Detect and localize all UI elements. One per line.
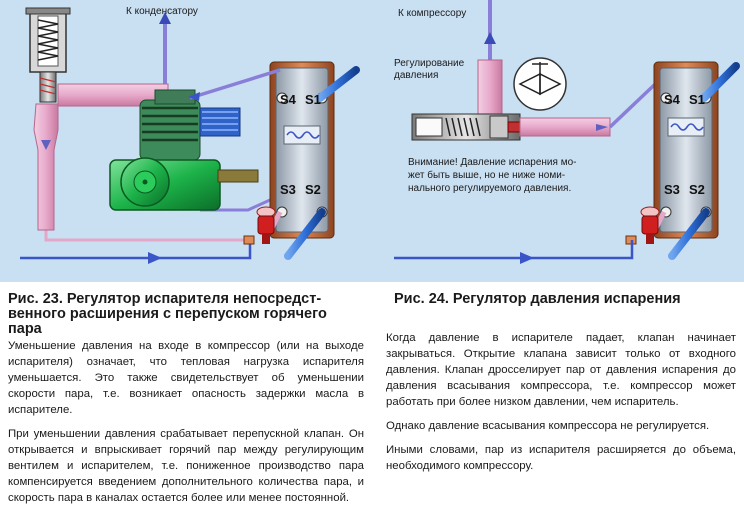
port-s3-left: S3 [280, 182, 296, 197]
port-s2-left: S2 [305, 182, 321, 197]
valve-symbol [513, 57, 567, 111]
figure24-title: Рис. 24. Регулятор давления испарения [394, 291, 681, 307]
label-regulation-2: давления [394, 70, 439, 81]
warning-note: Внимание! Давление испарения мо- жет быт… [408, 156, 576, 195]
expansion-valve-left [256, 206, 276, 244]
figure23-paragraph-1: Уменьшение давления на входе в компрессо… [8, 340, 364, 416]
figure23-title: Рис. 23. Регулятор испарителя непосредст… [8, 292, 368, 337]
port-s4-right: S4 [664, 92, 680, 107]
arrow-up-compressor [484, 32, 496, 44]
pipe-bottom-blue [20, 240, 252, 260]
figure23-paragraph-2: При уменьшении давления срабатывает пере… [8, 428, 364, 504]
heat-exchanger-left [269, 61, 335, 239]
arrow-right-bottom [148, 252, 162, 264]
figure23-title-line-3: пара [8, 321, 42, 337]
port-s3-right: S3 [664, 182, 680, 197]
figure24-paragraph-2: Однако давление всасывания компрессора н… [386, 420, 710, 432]
diagrams-svg [20, 0, 740, 264]
figure23-title-line-1: Рис. 23. Регулятор испарителя непосредст… [8, 291, 322, 307]
pipe-to-condenser [88, 16, 167, 97]
left-pink-pipe [33, 103, 59, 231]
port-s4-left: S4 [280, 92, 296, 107]
figure24-paragraph-3: Иными словами, пар из испарителя расширя… [386, 444, 736, 472]
port-s1-right: S1 [689, 92, 705, 107]
port-s2-right: S2 [689, 182, 705, 197]
warning-line-3: нального регулируемого давления. [408, 183, 572, 194]
warning-line-2: жет быть выше, но не ниже номи- [408, 170, 566, 181]
port-s1-left: S1 [305, 92, 321, 107]
figure23-text: Уменьшение давления на входе в компрессо… [8, 338, 364, 514]
compressor [109, 89, 259, 211]
right-diagram [394, 0, 740, 264]
diagram-area: К конденсатору S4 S1 S3 S2 К компрессору… [0, 0, 744, 282]
label-to-compressor: К компрессору [398, 8, 467, 19]
label-to-condenser: К конденсатору [126, 6, 198, 17]
expansion-valve-right [640, 206, 660, 244]
warning-line-1: Внимание! Давление испарения мо- [408, 157, 577, 168]
pressure-regulator [411, 113, 523, 141]
label-regulation-1: Регулирование [394, 58, 465, 69]
arrow-up-condenser [159, 12, 171, 24]
figure23-title-line-2: венного расширения с перепуском горячего [8, 306, 327, 322]
figure24-text: Когда давление в испарителе падает, клап… [386, 330, 736, 482]
left-diagram [20, 7, 360, 264]
figure24-paragraph-1: Когда давление в испарителе падает, клап… [386, 332, 736, 408]
